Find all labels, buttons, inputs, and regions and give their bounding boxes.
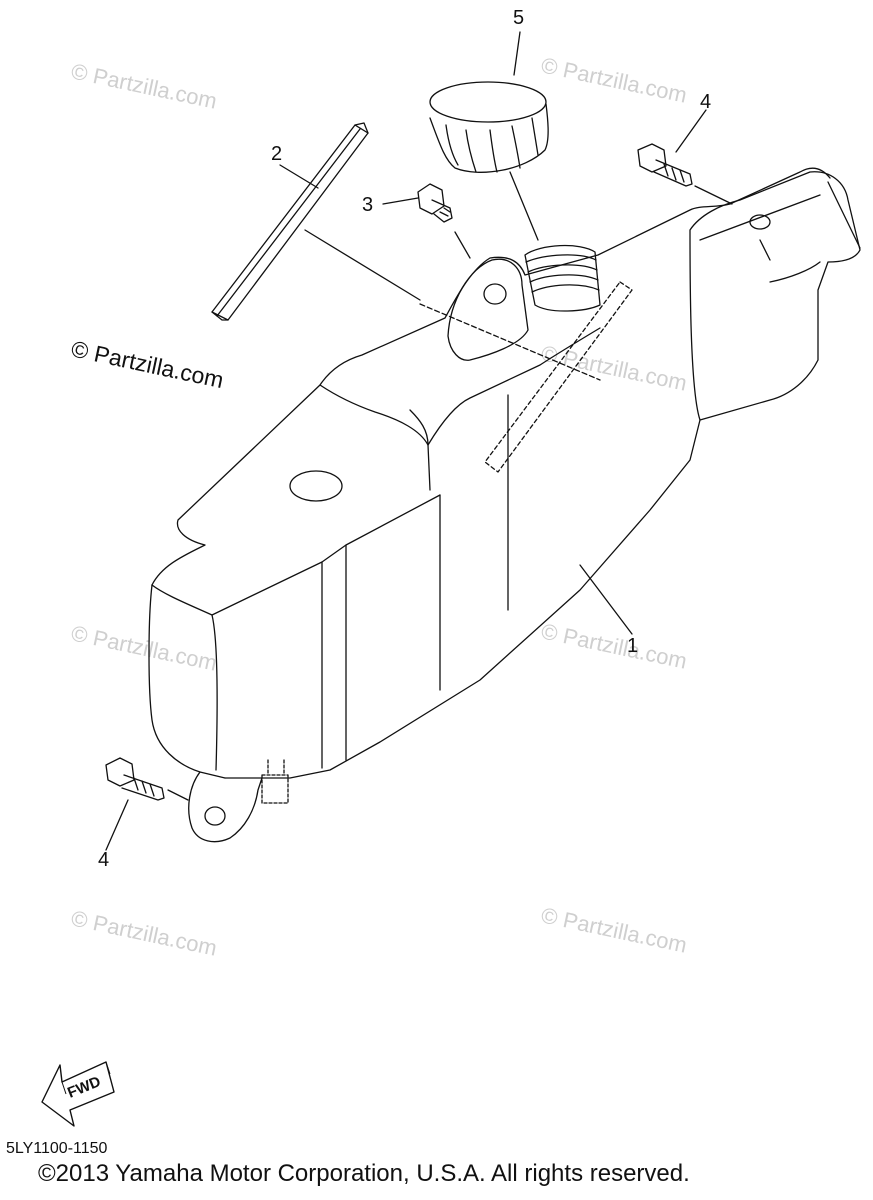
watermark: © Partzilla.com [539,52,689,107]
watermark: © Partzilla.com [539,618,689,673]
diagram-code: 5LY1100-1150 [6,1140,108,1157]
watermark: © Partzilla.com [69,58,219,113]
watermark: © Partzilla.com [69,905,219,960]
bolt-upper-part [637,143,693,187]
callout-4-lower: 4 [98,849,109,871]
callout-2: 2 [271,143,282,165]
watermark: © Partzilla.com [539,340,689,395]
fwd-arrow-icon: FWD [41,1061,115,1127]
watermark-prominent: © Partzilla.com [69,335,226,393]
hose-part [211,122,369,321]
fuel-cap-part [429,81,549,173]
watermark: © Partzilla.com [69,620,219,675]
bolt-small-part [417,183,453,223]
bolt-lower-part [105,757,165,801]
callout-1: 1 [627,635,638,657]
copyright-notice: ©2013 Yamaha Motor Corporation, U.S.A. A… [38,1160,690,1187]
callout-4-upper: 4 [700,91,711,113]
watermark-layer: © Partzilla.com © Partzilla.com © Partzi… [69,52,689,960]
leader-lines [105,31,733,851]
fuel-tank-exploded-diagram: © Partzilla.com © Partzilla.com © Partzi… [41,7,861,1127]
callout-labels: 1 2 3 4 4 5 [98,7,711,871]
watermark: © Partzilla.com [539,902,689,957]
callout-3: 3 [362,194,373,216]
fuel-tank-part [148,167,861,843]
callout-5: 5 [513,7,524,29]
